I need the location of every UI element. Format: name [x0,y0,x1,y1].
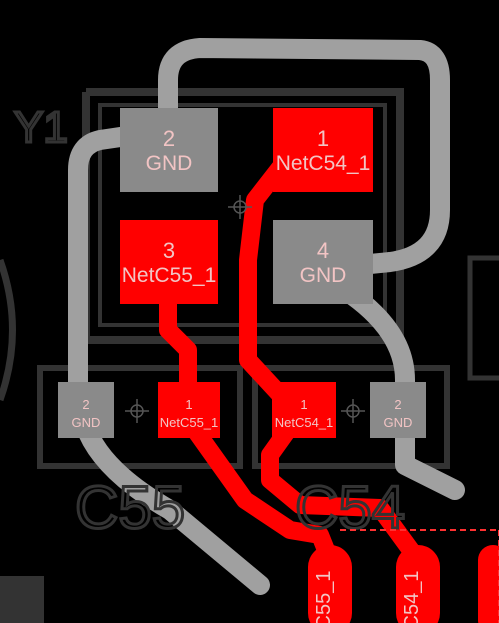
y1-pad-2-number: 3 [163,238,175,263]
offboard-pad-right[interactable] [478,545,499,623]
offboard-pad-c55[interactable] [308,545,352,623]
y1-pad-0-net: GND [146,152,193,175]
y1-pad-3-number: 4 [317,238,329,263]
cap-pad-1[interactable] [158,382,220,438]
y1-pad-1[interactable] [273,108,373,192]
cap-pad-3[interactable] [370,382,426,438]
cap-pad-0-net: GND [72,415,101,430]
right-outline [467,255,499,381]
y1-pad-0[interactable] [120,108,218,192]
cap-pad-2-net: NetC54_1 [275,415,334,430]
cap-pad-0-number: 2 [82,397,89,412]
cap-pad-2[interactable] [272,382,336,438]
pads-layer: 2GND1NetC54_13NetC55_14GND2GND1NetC55_11… [58,108,426,438]
netc55-trace [159,261,339,569]
offboard-pad-c54[interactable] [396,545,440,623]
y1-pad-0-number: 2 [163,126,175,151]
crosshair-markers [125,195,365,423]
cap-pad-3-number: 2 [394,397,401,412]
c55-outline [37,365,243,469]
cap-pad-0[interactable] [58,382,114,438]
c54-outline [252,365,450,469]
cap-pad-1-net: NetC55_1 [160,415,219,430]
offboard-pads: C55_1 C54_1 [308,545,499,623]
designator-c55: C55 [75,474,185,541]
cap-pad-3-net: GND [384,415,413,430]
keepout-line [340,529,499,623]
y1-pad-2-net: NetC55_1 [122,264,217,287]
offboard-pad-c55-label: C55_1 [313,571,335,623]
offboard-pad-c54-label: C54_1 [401,571,423,623]
y1-pad-1-net: NetC54_1 [276,152,371,175]
gnd-trace-top-loop [158,38,450,274]
y1-pad-3-net: GND [300,264,347,287]
y1-pad-1-number: 1 [317,126,329,151]
left-arc [0,258,16,402]
cap-pad-2-number: 1 [300,397,307,412]
gnd-trace-left [68,120,178,400]
designator-y1: Y1 [14,103,68,152]
cap-pad-1-number: 1 [185,397,192,412]
y1-pad-3[interactable] [273,220,373,304]
bottom-left-block [0,576,44,623]
y1-pad-2[interactable] [120,220,218,304]
